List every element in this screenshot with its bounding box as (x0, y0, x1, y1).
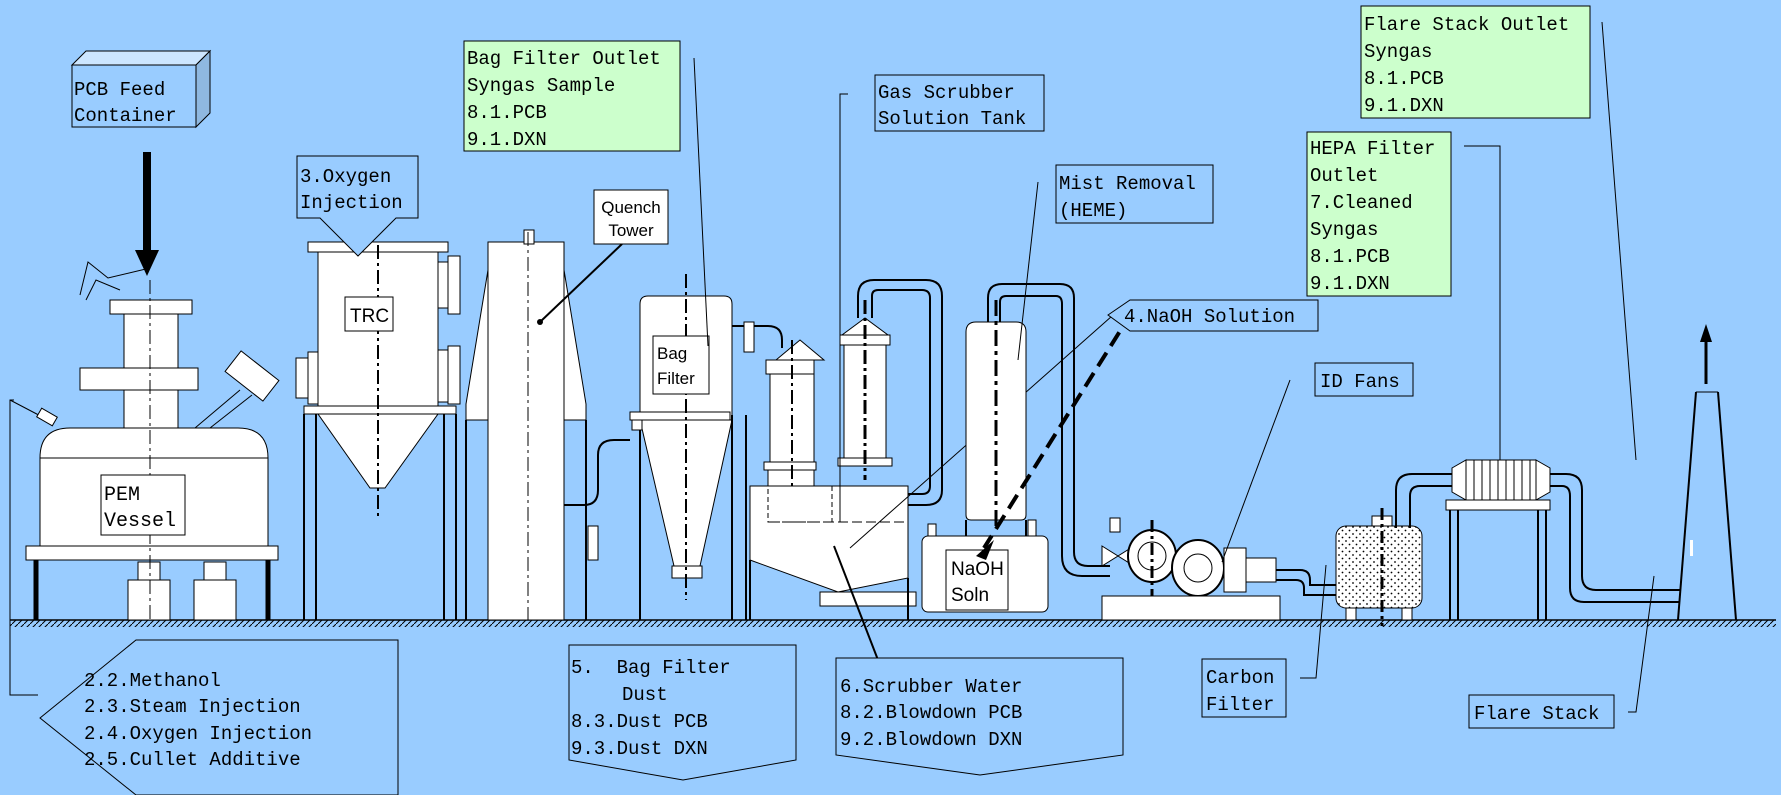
gas-scrubber-leader (839, 93, 848, 522)
id-fans (1101, 517, 1281, 621)
bag-filter-outlet-line1: Bag Filter Outlet (467, 48, 661, 70)
fan-to-carbon-pipe (1276, 569, 1336, 586)
flare-outlet-line3: 8.1.PCB (1364, 68, 1444, 90)
hepa-outlet-line1: HEPA Filter (1310, 138, 1435, 160)
pcb-feed-container: PCB Feed Container (70, 49, 212, 129)
id-fans-text: ID Fans (1320, 371, 1400, 393)
hepa-outlet-callout: HEPA Filter Outlet 7.Cleaned Syngas 8.1.… (1306, 131, 1452, 297)
bag-filter-dust-line4: 9.3.Dust DXN (571, 738, 708, 760)
pem-input-cullet: 2.5.Cullet Additive (84, 749, 301, 771)
hepa-outlet-line4: Syngas (1310, 219, 1378, 241)
pem-vessel-label-line2: Vessel (104, 510, 176, 533)
pem-inputs-callout: 2.2.Methanol 2.3.Steam Injection 2.4.Oxy… (39, 639, 399, 795)
gas-scrubber-line2: Solution Tank (878, 108, 1026, 130)
bag-filter-dust-line3: 8.3.Dust PCB (571, 711, 708, 733)
hepa-filter (1395, 459, 1680, 620)
flare-stack-text: Flare Stack (1474, 703, 1599, 725)
bag-filter-to-scrubber-pipe (752, 325, 783, 348)
naoh-return-arrow (976, 540, 994, 560)
naoh-soln-label-line2: Soln (951, 585, 989, 606)
pem-input-methanol: 2.2.Methanol (84, 670, 221, 692)
pem-vessel-label-line1: PEM (104, 484, 140, 507)
oxygen-injection-line2: Injection (300, 192, 403, 214)
bag-filter-label-line1: Bag (657, 344, 687, 363)
id-fans-label: ID Fans (1314, 362, 1414, 397)
pem-inputs-leader (9, 399, 38, 696)
scrubber-water-leader (833, 545, 879, 661)
feed-arrow (135, 152, 159, 276)
carbon-filter (1335, 508, 1423, 626)
gas-scrubber-label: Gas Scrubber Solution Tank (874, 74, 1045, 132)
bag-filter-outlet-leader (693, 57, 709, 347)
carbon-filter-line1: Carbon (1206, 667, 1274, 689)
bag-filter-outlet-line2: Syngas Sample (467, 75, 615, 97)
carbon-filter-label: Carbon Filter (1201, 658, 1287, 718)
quench-tower-label-line1: Quench (601, 198, 661, 217)
bag-filter-dust-line1: 5. Bag Filter (571, 657, 731, 679)
flare-outlet-leader (1601, 21, 1637, 461)
pcb-feed-label-line1: PCB Feed (74, 79, 165, 101)
naoh-tank: NaOH Soln (921, 519, 1049, 613)
flare-stack-leader (1628, 575, 1655, 713)
pem-input-steam: 2.3.Steam Injection (84, 696, 301, 718)
flare-outlet-line2: Syngas (1364, 41, 1432, 63)
bag-filter-outlet-callout: Bag Filter Outlet Syngas Sample 8.1.PCB … (463, 40, 681, 152)
flare-outlet-line1: Flare Stack Outlet (1364, 14, 1569, 36)
hepa-outlet-line2: Outlet (1310, 165, 1378, 187)
mist-removal-line2: (HEME) (1059, 200, 1127, 222)
gas-scrubber-line1: Gas Scrubber (878, 82, 1015, 104)
scrubber-water-callout: 6.Scrubber Water 8.2.Blowdown PCB 9.2.Bl… (835, 657, 1124, 776)
bag-filter-dust-line2: Dust (622, 684, 668, 706)
trc-vessel: TRC (295, 241, 461, 620)
hepa-outlet-line5: 8.1.PCB (1310, 246, 1390, 268)
id-fans-leader (1221, 379, 1291, 563)
mist-removal-label: Mist Removal (HEME) (1055, 164, 1214, 224)
quench-tower-label-line2: Tower (608, 221, 654, 240)
hepa-outlet-leader (1464, 145, 1501, 460)
scrubber-water-line1: 6.Scrubber Water (840, 676, 1022, 698)
scrubber-water-line2: 8.2.Blowdown PCB (840, 702, 1022, 724)
trc-label: TRC (350, 306, 389, 327)
gas-scrubber (749, 279, 943, 620)
bag-filter-outlet-line3: 8.1.PCB (467, 102, 547, 124)
naoh-solution-text: 4.NaOH Solution (1124, 306, 1295, 328)
carbon-filter-leader (1300, 564, 1327, 679)
oxygen-injection-callout: 3.Oxygen Injection (296, 155, 419, 257)
scrubber-water-line3: 9.2.Blowdown DXN (840, 729, 1022, 751)
bag-filter-dust-callout: 5. Bag Filter Dust 8.3.Dust PCB 9.3.Dust… (568, 644, 797, 781)
hepa-outlet-line3: 7.Cleaned (1310, 192, 1413, 214)
mist-removal-line1: Mist Removal (1059, 173, 1196, 195)
carbon-filter-line2: Filter (1206, 694, 1274, 716)
bag-filter-label-line2: Filter (657, 369, 695, 388)
naoh-solution-label: 4.NaOH Solution (1107, 299, 1319, 332)
hepa-outlet-line6: 9.1.DXN (1310, 273, 1390, 295)
pem-input-oxygen: 2.4.Oxygen Injection (84, 723, 312, 745)
pcb-feed-label-line2: Container (74, 105, 177, 127)
flare-outlet-line4: 9.1.DXN (1364, 95, 1444, 117)
quench-tower: Quench Tower (465, 189, 669, 621)
flare-stack-label: Flare Stack (1468, 694, 1615, 729)
flare-outlet-callout: Flare Stack Outlet Syngas 8.1.PCB 9.1.DX… (1360, 5, 1591, 119)
mist-removal-leader (1017, 181, 1039, 361)
flare-stack (1677, 324, 1737, 621)
bag-filter: Bag Filter (629, 274, 747, 620)
bag-filter-outlet-line4: 9.1.DXN (467, 129, 547, 151)
naoh-soln-label-line1: NaOH (951, 559, 1004, 580)
oxygen-injection-line1: 3.Oxygen (300, 166, 391, 188)
quench-to-bag-filter-pipe (564, 439, 630, 506)
pem-vessel: PEM Vessel (9, 261, 280, 621)
heme-unit (965, 283, 1110, 577)
ground-line (10, 619, 1776, 627)
